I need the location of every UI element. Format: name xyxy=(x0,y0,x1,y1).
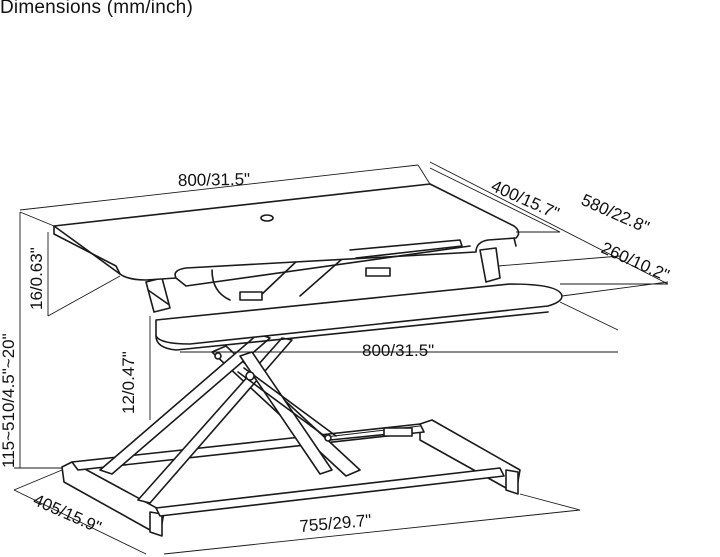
base-frame xyxy=(61,419,521,537)
label-base-width: 755/29.7" xyxy=(299,511,373,536)
label-keyboard-thickness: 12/0.47" xyxy=(119,351,138,414)
label-keyboard-width: 800/31.5" xyxy=(362,341,434,360)
label-keyboard-depth: 260/10.2" xyxy=(598,238,672,285)
label-height-range: 115~510/4.5"~20" xyxy=(0,333,18,468)
diagram-title: Dimensions (mm/inch) xyxy=(0,0,193,18)
label-top-thickness: 16/0.63" xyxy=(27,247,46,310)
label-total-depth: 580/22.8" xyxy=(578,190,652,237)
keyboard-tray xyxy=(155,283,563,351)
label-top-width: 800/31.5" xyxy=(178,170,251,190)
label-top-depth: 400/15.7" xyxy=(488,176,562,223)
scissor-lift xyxy=(99,251,413,504)
top-work-surface xyxy=(53,183,520,313)
dimension-lines xyxy=(13,161,669,555)
